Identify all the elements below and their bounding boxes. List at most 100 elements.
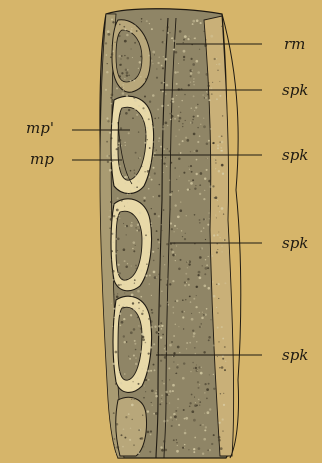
stipple-dot — [113, 215, 116, 218]
stipple-dot — [168, 304, 169, 305]
stipple-dot — [199, 222, 201, 224]
stipple-dot — [160, 279, 162, 281]
stipple-dot — [161, 82, 163, 84]
stipple-dot — [140, 383, 141, 384]
stipple-dot — [124, 341, 126, 343]
stipple-dot — [157, 108, 159, 110]
stipple-dot — [115, 383, 117, 385]
stipple-dot — [145, 38, 147, 40]
stipple-dot — [112, 279, 114, 281]
stipple-dot — [192, 362, 194, 364]
stipple-dot — [177, 215, 180, 218]
stipple-dot — [192, 20, 195, 23]
stipple-dot — [185, 299, 186, 300]
stipple-dot — [142, 310, 143, 311]
stipple-dot — [178, 63, 179, 64]
stipple-dot — [148, 318, 150, 320]
stipple-dot — [217, 147, 219, 149]
stipple-dot — [182, 316, 184, 318]
stipple-dot — [153, 126, 155, 128]
stipple-dot — [205, 97, 207, 99]
stipple-dot — [148, 231, 149, 232]
stipple-dot — [190, 72, 193, 75]
stipple-dot — [148, 352, 150, 354]
stipple-dot — [222, 358, 224, 360]
stipple-dot — [163, 42, 164, 43]
stipple-dot — [179, 30, 182, 33]
stipple-dot — [203, 118, 204, 119]
stipple-dot — [216, 98, 218, 100]
stipple-dot — [177, 346, 180, 349]
stipple-dot — [167, 105, 169, 107]
stipple-dot — [145, 342, 147, 344]
stipple-dot — [133, 308, 136, 311]
stipple-dot — [169, 283, 171, 285]
stipple-dot — [156, 68, 157, 69]
stipple-dot — [207, 94, 209, 96]
stipple-dot — [151, 208, 152, 209]
stipple-dot — [136, 114, 138, 116]
stipple-dot — [151, 402, 152, 403]
stipple-dot — [222, 338, 224, 340]
stipple-dot — [194, 110, 195, 111]
stipple-dot — [193, 133, 196, 136]
segment-2 — [111, 96, 154, 193]
stipple-dot — [174, 231, 175, 232]
stipple-dot — [169, 344, 172, 347]
stipple-dot — [179, 352, 180, 353]
stipple-dot — [221, 366, 224, 369]
stipple-dot — [165, 58, 168, 61]
stipple-dot — [147, 410, 149, 412]
stipple-dot — [158, 137, 160, 139]
stipple-dot — [152, 141, 154, 143]
stipple-dot — [208, 99, 210, 101]
stipple-dot — [106, 54, 108, 56]
stipple-dot — [183, 39, 185, 41]
stipple-dot — [126, 34, 128, 37]
stipple-dot — [196, 364, 197, 365]
stipple-dot — [120, 127, 122, 129]
stipple-dot — [132, 57, 133, 58]
stipple-dot — [203, 198, 205, 200]
stipple-dot — [184, 238, 186, 240]
stipple-dot — [218, 63, 220, 65]
stipple-dot — [120, 382, 123, 385]
stipple-dot — [141, 21, 142, 22]
stipple-dot — [145, 234, 147, 236]
stipple-dot — [192, 330, 194, 332]
stipple-dot — [162, 90, 164, 92]
stipple-dot — [160, 322, 162, 324]
stipple-dot — [184, 447, 185, 448]
stipple-dot — [122, 306, 125, 309]
stipple-dot — [122, 84, 124, 86]
stipple-dot — [113, 363, 115, 365]
stipple-dot — [116, 296, 119, 299]
stipple-dot — [186, 215, 187, 216]
stipple-dot — [177, 115, 179, 117]
stipple-dot — [144, 82, 145, 83]
stipple-dot — [178, 268, 181, 271]
stipple-dot — [176, 245, 177, 246]
stipple-dot — [222, 164, 223, 165]
stipple-dot — [188, 180, 190, 182]
stipple-dot — [134, 282, 135, 283]
stipple-dot — [130, 428, 132, 430]
stipple-dot — [111, 250, 113, 252]
label-rm: rm — [284, 35, 305, 53]
stipple-dot — [106, 141, 108, 143]
stipple-dot — [155, 395, 158, 398]
stipple-dot — [137, 180, 140, 183]
stipple-dot — [170, 416, 172, 418]
stipple-dot — [108, 33, 111, 36]
stipple-dot — [170, 222, 172, 224]
stipple-dot — [185, 417, 188, 420]
stipple-dot — [171, 425, 173, 427]
stipple-dot — [130, 224, 133, 227]
stipple-dot — [110, 137, 112, 139]
stipple-dot — [163, 172, 164, 173]
stipple-dot — [133, 169, 135, 171]
stipple-dot — [137, 223, 140, 226]
stipple-dot — [152, 251, 154, 253]
stipple-dot — [200, 257, 201, 258]
stipple-dot — [123, 248, 126, 251]
